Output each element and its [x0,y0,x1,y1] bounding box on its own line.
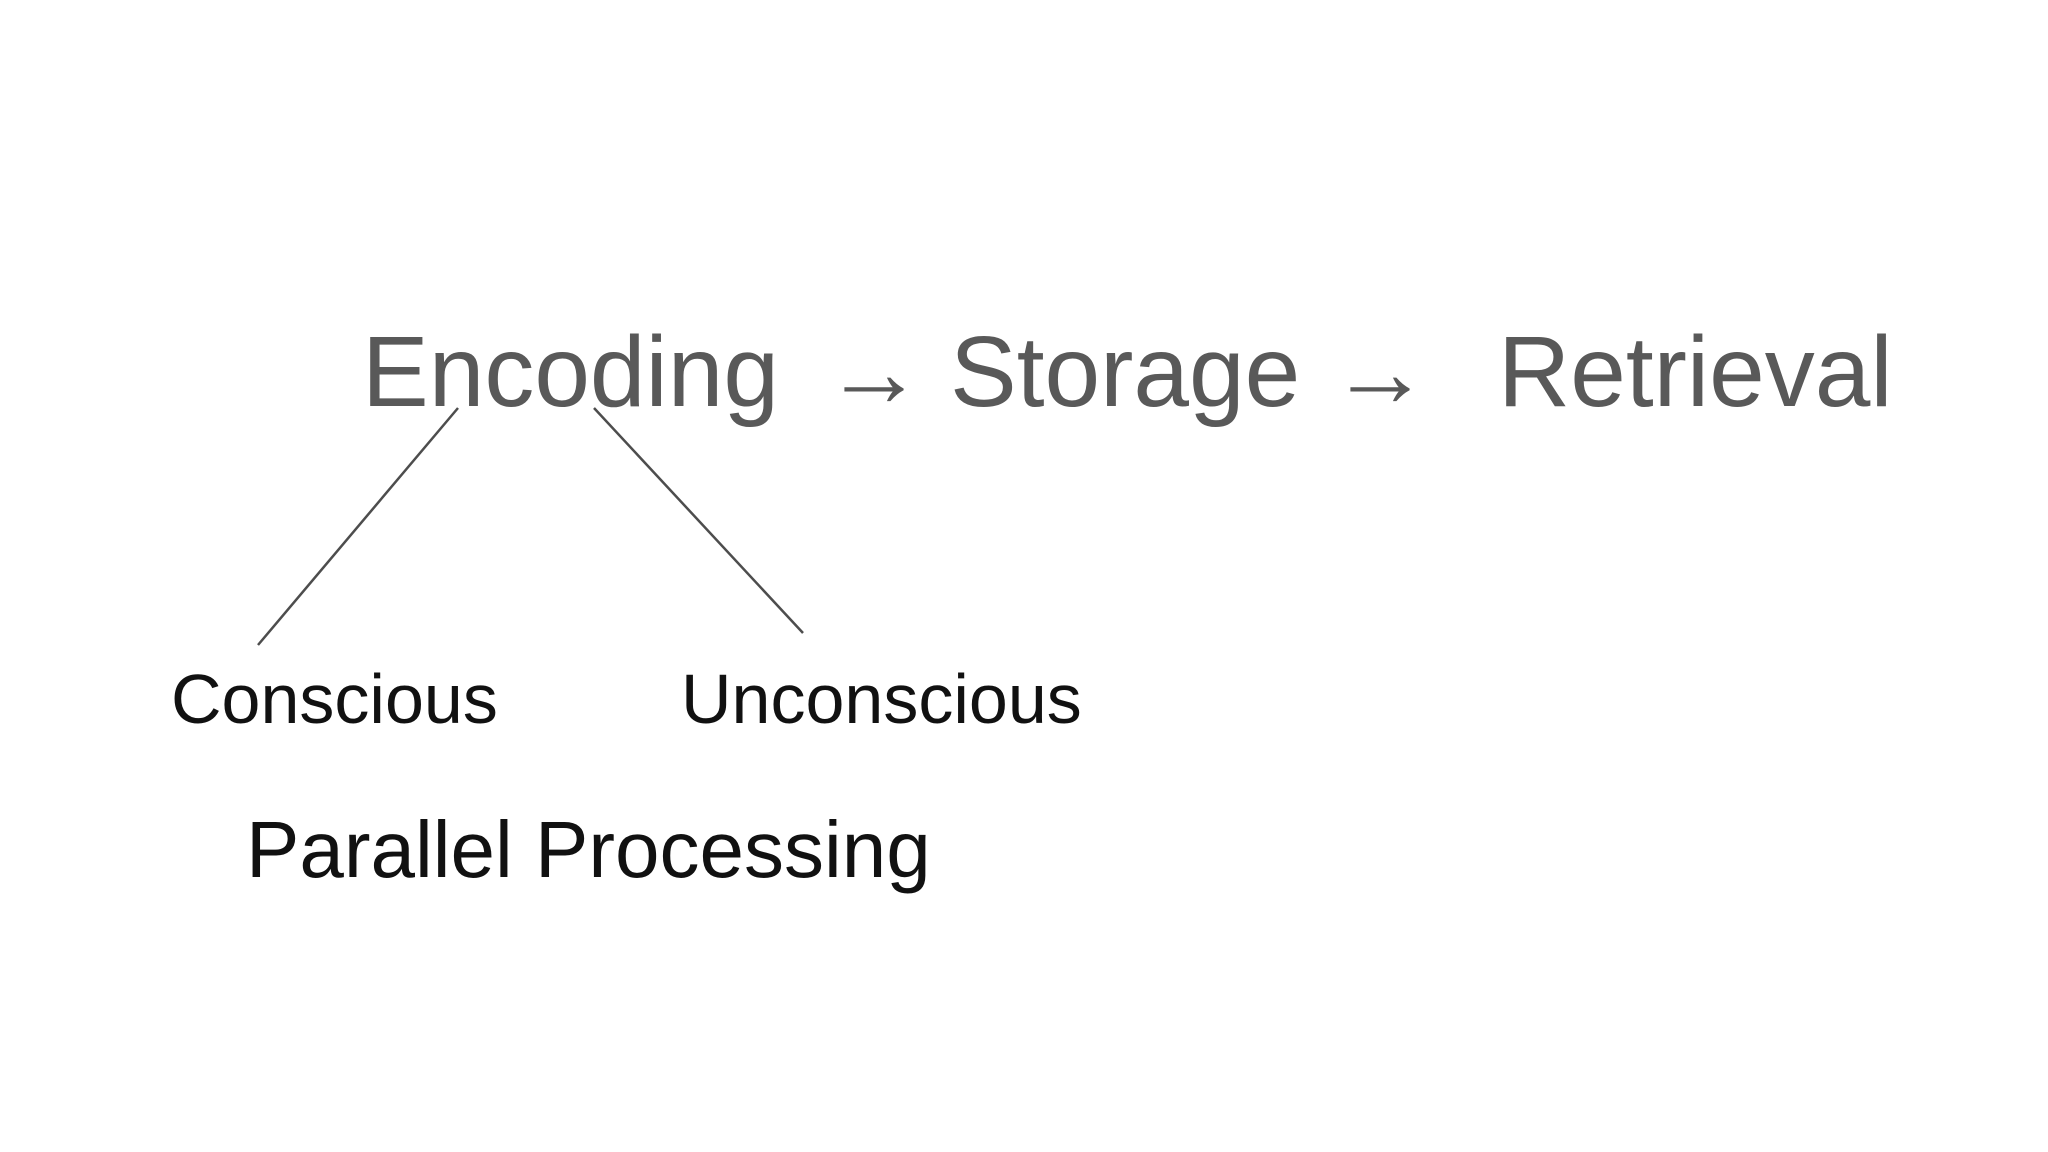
connector-line-right [593,407,804,634]
branch-label-unconscious: Unconscious [681,660,1082,738]
arrow-right-icon-1: → [824,316,924,428]
flow-step-retrieval: Retrieval [1498,316,1893,428]
connector-line-left [257,407,459,646]
caption-parallel-processing: Parallel Processing [246,805,931,894]
branch-label-conscious: Conscious [171,660,498,738]
flow-step-encoding: Encoding [362,316,779,428]
flow-step-storage: Storage [950,316,1301,428]
arrow-right-icon-2: → [1330,316,1430,428]
